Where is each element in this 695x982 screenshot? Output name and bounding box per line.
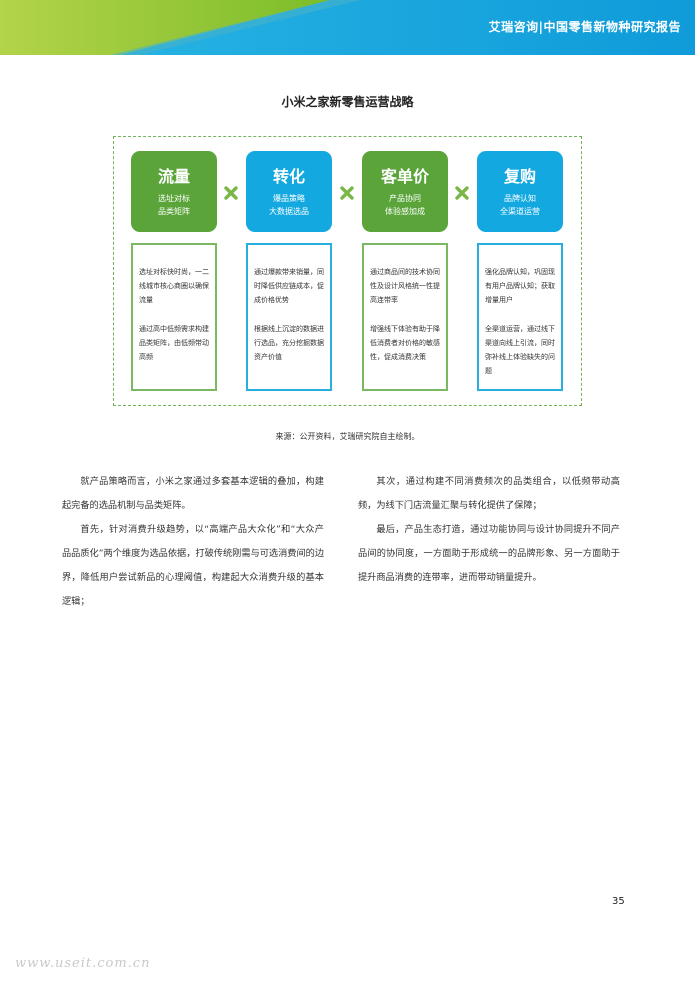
description-text: 选址对标快时尚，一二线城市核心商圈以确保流量 [139, 268, 209, 304]
description-box-traffic: 选址对标快时尚，一二线城市核心商圈以确保流量 通过高中低频需求构建品类矩阵，由低… [131, 243, 217, 391]
card-subtitle: 品牌认知 全渠道运营 [477, 192, 563, 218]
card-title: 转化 [272, 167, 305, 186]
card-title: 复购 [503, 167, 536, 186]
card-subtitle: 产品协同 体验感加成 [362, 192, 448, 218]
description-text: 通过爆款带来销量，同时降低供应链成本，促成价格优势 [254, 268, 324, 304]
card-subtitle-line: 品牌认知 [504, 194, 536, 203]
strategy-card-basket-value: 客单价 产品协同 体验感加成 [362, 151, 448, 232]
watermark: www.useit.com.cn [15, 956, 151, 971]
card-subtitle-line: 爆品策略 [273, 194, 305, 203]
description-text: 增强线下体验有助于降低消费者对价格的敏感性，促成消费决策 [370, 325, 440, 361]
card-subtitle-line: 产品协同 [389, 194, 421, 203]
card-subtitle-line: 品类矩阵 [158, 207, 190, 216]
strategy-card-traffic: 流量 选址对标 品类矩阵 [131, 151, 217, 232]
header-banner: 艾瑞咨询|中国零售新物种研究报告 [0, 0, 695, 55]
description-text: 通过高中低频需求构建品类矩阵，由低频带动高频 [139, 325, 209, 361]
strategy-card-conversion: 转化 爆品策略 大数据选品 [246, 151, 332, 232]
description-text: 通过商品间的技术协同性及设计风格统一性提高连带率 [370, 268, 440, 304]
page-number: 35 [612, 896, 625, 907]
report-title: 艾瑞咨询|中国零售新物种研究报告 [488, 20, 681, 34]
card-title: 客单价 [380, 167, 429, 186]
description-box-basket-value: 通过商品间的技术协同性及设计风格统一性提高连带率 增强线下体验有助于降低消费者对… [362, 243, 448, 391]
card-subtitle-line: 大数据选品 [269, 207, 309, 216]
figure-frame [113, 136, 582, 406]
body-paragraph: 最后，产品生态打造，通过功能协同与设计协同提升不同产品间的协同度，一方面助于形成… [358, 524, 620, 583]
description-box-repurchase: 强化品牌认知，巩固现有用户品牌认知；获取增量用户 全渠道运营，通过线下渠道向线上… [477, 243, 563, 391]
body-paragraph: 其次，通过构建不同消费频次的品类组合，以低频带动高频，为线下门店流量汇聚与转化提… [358, 476, 620, 511]
banner-graphic [0, 0, 695, 55]
card-title: 流量 [157, 167, 190, 186]
body-column-right: 其次，通过构建不同消费频次的品类组合，以低频带动高频，为线下门店流量汇聚与转化提… [358, 470, 620, 590]
figure-title: 小米之家新零售运营战略 [281, 95, 414, 109]
description-text: 强化品牌认知，巩固现有用户品牌认知；获取增量用户 [485, 268, 555, 304]
cross-icon [340, 186, 354, 200]
card-subtitle: 选址对标 品类矩阵 [131, 192, 217, 218]
strategy-card-repurchase: 复购 品牌认知 全渠道运营 [477, 151, 563, 232]
body-column-left: 就产品策略而言，小米之家通过多套基本逻辑的叠加，构建起完备的选品机制与品类矩阵。… [62, 470, 324, 614]
cross-icon [455, 186, 469, 200]
cross-icon [224, 186, 238, 200]
figure-source: 来源：公开资料，艾瑞研究院自主绘制。 [275, 432, 420, 441]
description-text: 全渠道运营，通过线下渠道向线上引流，同时弥补线上体验缺失的问题 [485, 325, 555, 375]
body-paragraph: 就产品策略而言，小米之家通过多套基本逻辑的叠加，构建起完备的选品机制与品类矩阵。 [62, 476, 324, 511]
description-box-conversion: 通过爆款带来销量，同时降低供应链成本，促成价格优势 根据线上沉淀的数据进行选品，… [246, 243, 332, 391]
description-text: 根据线上沉淀的数据进行选品，充分挖掘数据资产价值 [254, 325, 324, 361]
card-subtitle-line: 全渠道运营 [500, 207, 540, 216]
body-paragraph: 首先，针对消费升级趋势，以“高端产品大众化”和“大众产品品质化”两个维度为选品依… [62, 524, 325, 607]
card-subtitle-line: 选址对标 [158, 194, 190, 203]
card-subtitle-line: 体验感加成 [385, 207, 425, 216]
card-subtitle: 爆品策略 大数据选品 [246, 192, 332, 218]
